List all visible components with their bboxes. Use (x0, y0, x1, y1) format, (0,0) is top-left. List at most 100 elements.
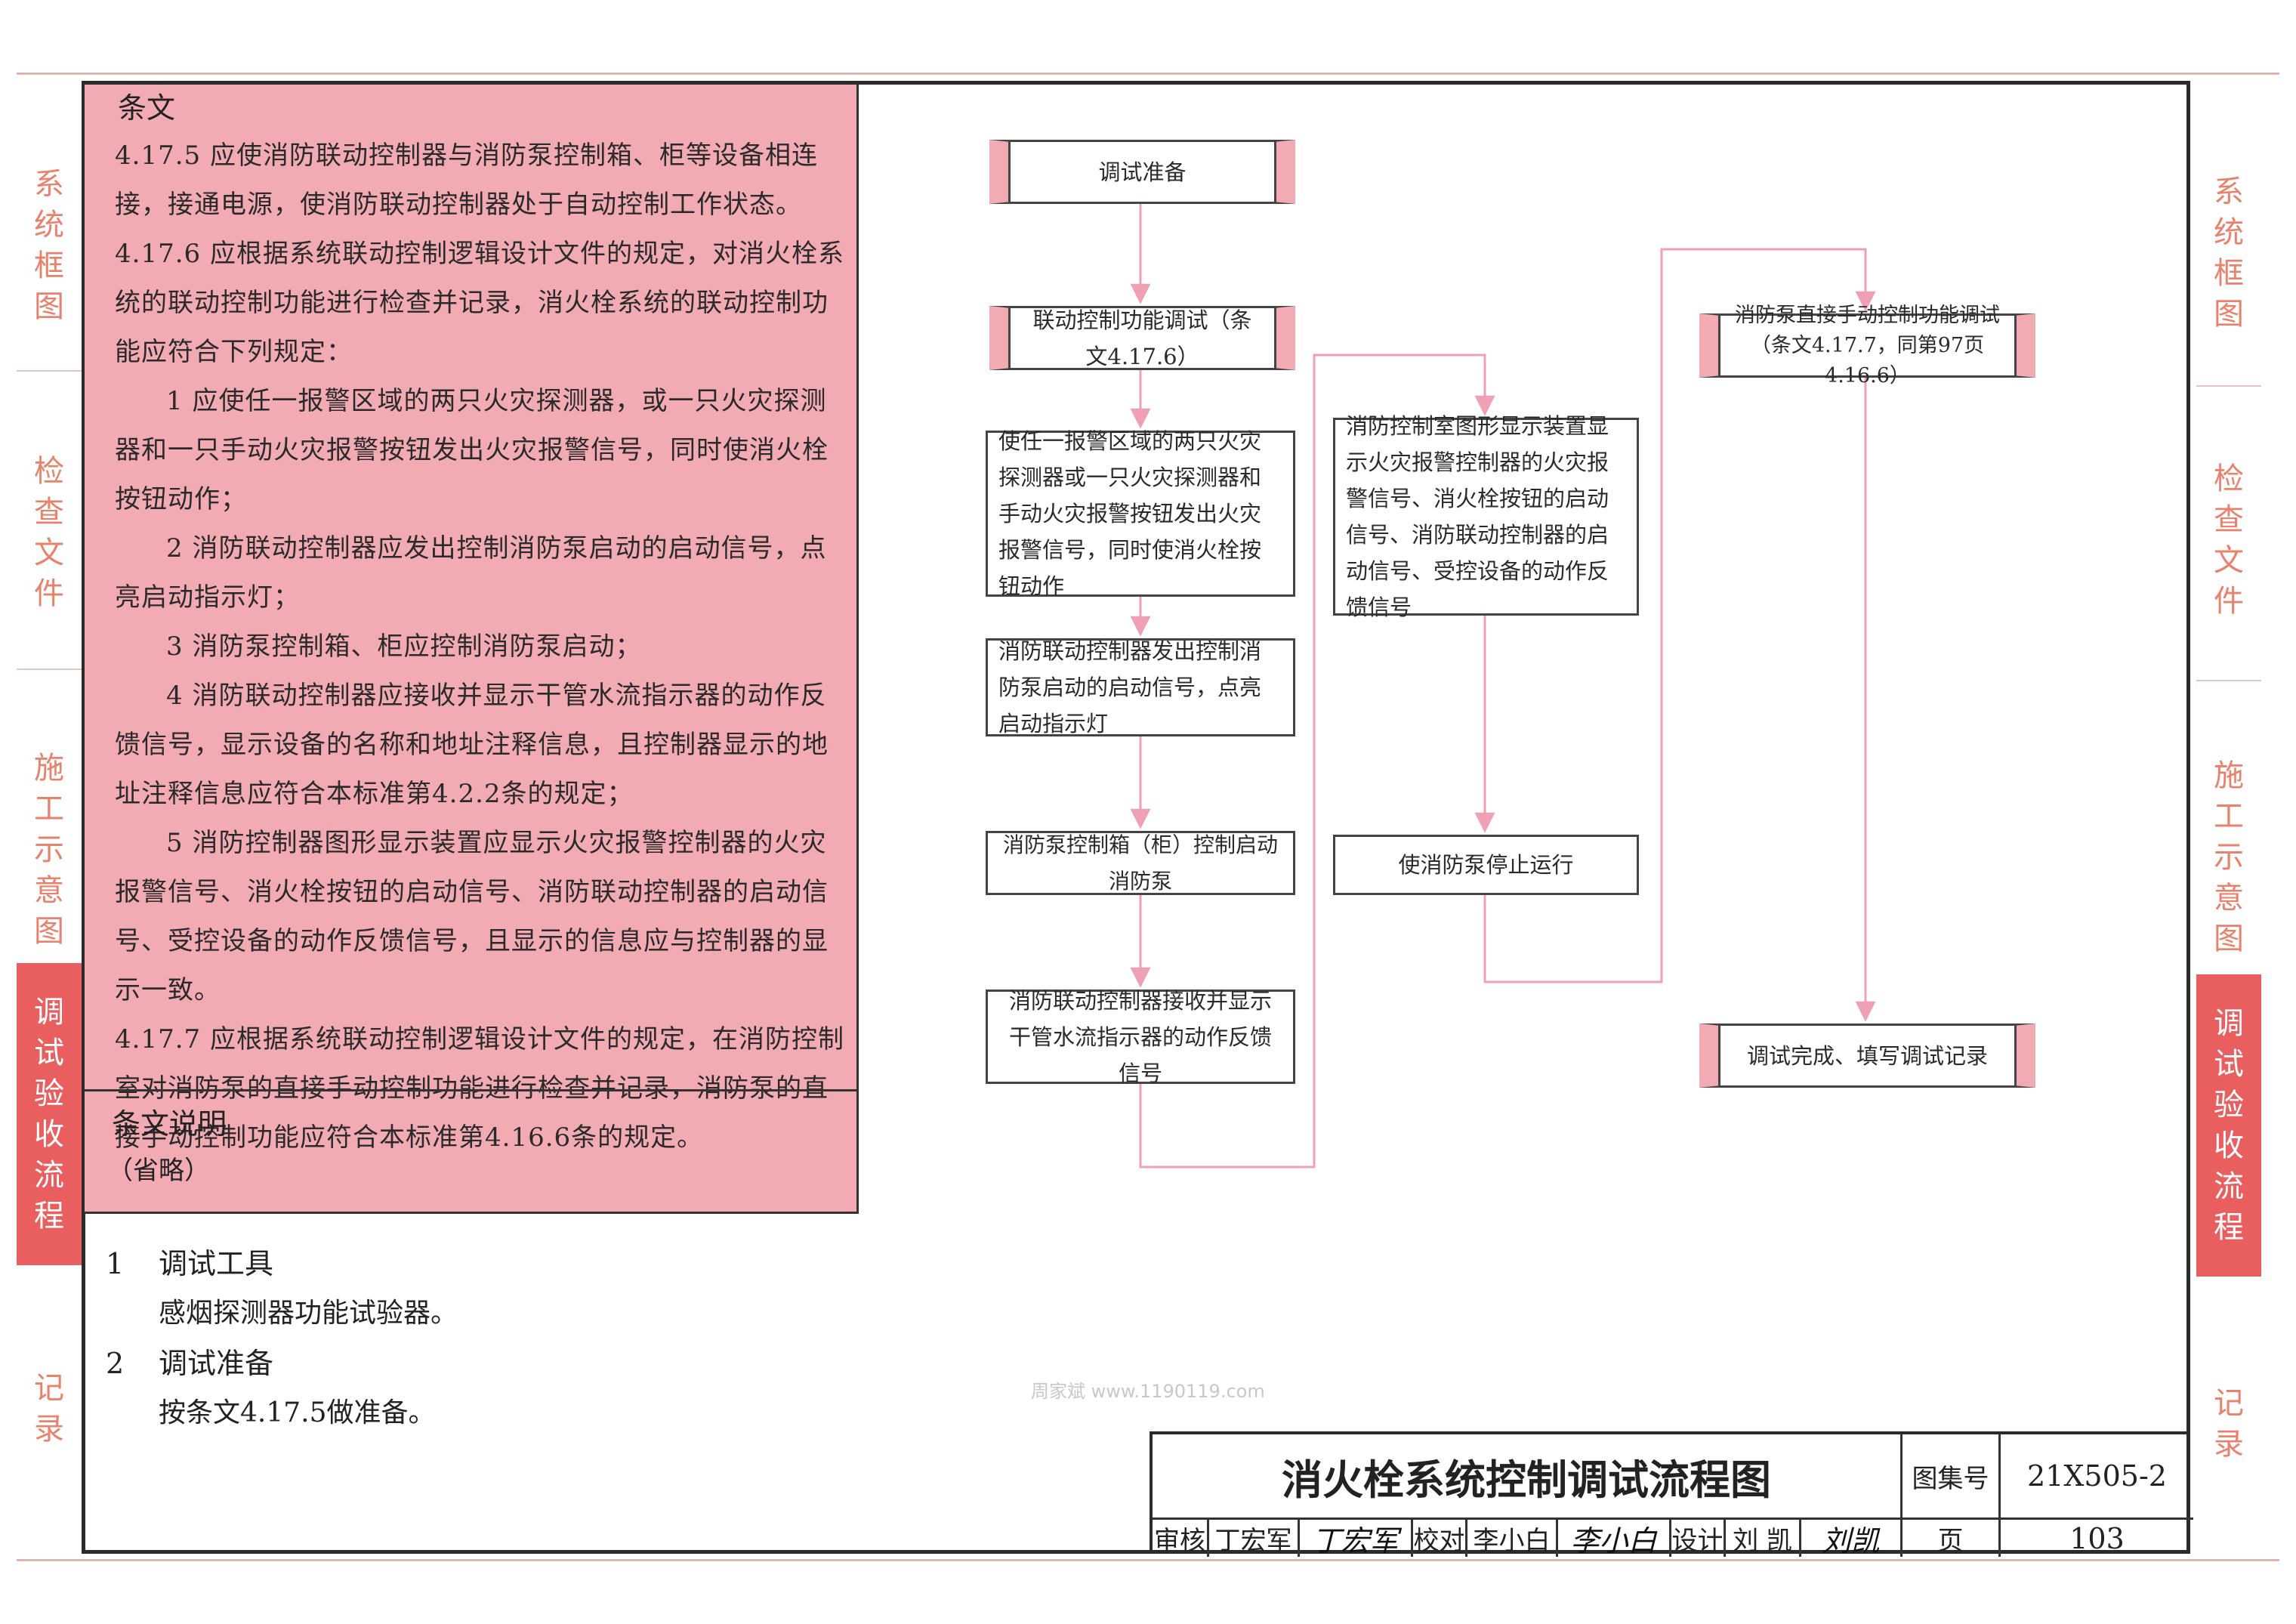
designer-signature: 刘凯 (1799, 1520, 1900, 1558)
explanation-text: （省略） (107, 1156, 210, 1186)
drawing-title: 消火栓系统控制调试流程图 (1282, 1456, 1771, 1504)
note-item: 2 调试准备 (106, 1338, 458, 1388)
side-tab-char: 记 (2214, 1386, 2244, 1421)
title-block-divider (1153, 1517, 2193, 1520)
note-title: 调试工具 (159, 1247, 274, 1280)
flow-box-step2: 消防联动控制器发出控制消防泵启动的启动信号，点亮启动指示灯 (986, 638, 1295, 736)
side-tab-char: 试 (2214, 1047, 2244, 1082)
clause-paragraph: 4.17.7 应根据系统联动控制逻辑设计文件的规定，在消防控制室对消防泵的直接手… (115, 1024, 844, 1153)
side-tab-char: 试 (34, 1036, 64, 1070)
side-tab-char: 框 (2214, 256, 2244, 291)
panel-divider (85, 1089, 859, 1091)
side-tab-char: 查 (34, 495, 64, 529)
page-label: 页 (1900, 1520, 1998, 1557)
side-tab-char: 施 (2214, 758, 2244, 793)
note-body: 按条文4.17.5做准备。 (159, 1397, 436, 1428)
flow-connector (1139, 354, 1495, 1169)
clause-text: 4.17.5 应使消防联动控制器与消防泵控制箱、柜等设备相连接，接通电源，使消防… (115, 131, 847, 1162)
flow-box-done: 调试完成、填写调试记录 (1699, 1023, 2035, 1088)
side-tab-char: 调 (34, 995, 64, 1030)
side-tab-char: 流 (2214, 1169, 2244, 1204)
side-tab-char: 检 (2214, 462, 2244, 496)
side-tab-char: 录 (2214, 1427, 2244, 1462)
note-number: 2 (106, 1347, 125, 1380)
side-tab-system-diagram[interactable]: 系统框图 (17, 132, 82, 359)
side-tab-char: 意 (34, 873, 64, 908)
side-tab-inspection-docs[interactable]: 检查文件 (2196, 427, 2261, 653)
side-tab-char: 文 (34, 536, 64, 570)
side-tab-char: 程 (2214, 1210, 2244, 1245)
side-tab-char: 查 (2214, 502, 2244, 537)
flow-box-step6: 使消防泵停止运行 (1333, 835, 1639, 895)
note-body: 感烟探测器功能试验器。 (159, 1298, 458, 1329)
tab-divider (2196, 385, 2261, 387)
side-tab-char: 收 (2214, 1128, 2244, 1163)
flow-box-step3: 消防泵控制箱（柜）控制启动消防泵 (986, 831, 1295, 895)
tab-divider (17, 370, 82, 372)
side-tab-char: 图 (2214, 297, 2244, 332)
title-block: 消火栓系统控制调试流程图 图集号 21X505-2 审核 丁宏军 丁宏军 校对 … (1150, 1431, 2193, 1558)
clause-paragraph: 3 消防泵控制箱、柜应控制消防泵启动； (166, 631, 642, 662)
side-tab-records[interactable]: 记录 (2196, 1371, 2261, 1477)
clause-paragraph: 4.17.6 应根据系统联动控制逻辑设计文件的规定，对消火栓系统的联动控制功能进… (115, 239, 844, 367)
side-tab-construction-diagram[interactable]: 施工示意图 (17, 714, 82, 986)
side-tab-char: 系 (2214, 174, 2244, 209)
clause-paragraph: 4 消防联动控制器应接收并显示干管水流指示器的动作反馈信号，显示设备的名称和地址… (115, 681, 829, 809)
watermark: 周家斌 www.1190119.com (1031, 1381, 1265, 1402)
flow-box-step5: 消防控制室图形显示装置显示火灾报警控制器的火灾报警信号、消火栓按钮的启动信号、消… (1333, 413, 1639, 620)
note-item: 1 调试工具 (106, 1239, 458, 1289)
flow-box-step4: 消防联动控制器接收并显示干管水流指示器的动作反馈信号 (986, 988, 1295, 1086)
tab-divider (2196, 680, 2261, 681)
clause-paragraph: 5 消防控制器图形显示装置应显示火灾报警控制器的火灾报警信号、消火栓按钮的启动信… (115, 828, 829, 1005)
page-number: 103 (1998, 1520, 2193, 1557)
designer-name: 刘 凯 (1724, 1520, 1799, 1557)
side-tab-debug-acceptance[interactable]: 调试验收流程 (2196, 974, 2261, 1277)
notes: 1 调试工具 感烟探测器功能试验器。 2 调试准备 按条文4.17.5做准备。 (106, 1239, 458, 1438)
side-tab-char: 示 (34, 832, 64, 867)
side-tab-char: 验 (34, 1076, 64, 1111)
tab-divider (17, 668, 82, 670)
side-tab-char: 工 (2214, 799, 2244, 834)
side-tab-inspection-docs[interactable]: 检查文件 (17, 419, 82, 646)
top-rule (17, 73, 2279, 75)
side-tab-char: 调 (2214, 1006, 2244, 1041)
review-label: 审核 (1154, 1526, 1205, 1556)
side-tab-char: 图 (2214, 922, 2244, 956)
side-tab-char: 收 (34, 1117, 64, 1152)
side-tab-char: 记 (34, 1371, 64, 1406)
side-tab-char: 系 (34, 167, 64, 202)
side-tab-char: 意 (2214, 881, 2244, 915)
side-tab-records[interactable]: 记录 (17, 1356, 82, 1462)
check-label: 校对 (1411, 1520, 1465, 1557)
reviewer-signature: 丁宏军 (1298, 1520, 1411, 1558)
side-tab-debug-acceptance[interactable]: 调试验收流程 (17, 963, 82, 1265)
side-tab-char: 图 (34, 914, 64, 949)
flow-box-step1: 使任一报警区域的两只火灾探测器或一只火灾探测器和手动火灾报警按钮发出火灾报警信号… (986, 428, 1295, 599)
atlas-label: 图集号 (1900, 1434, 1998, 1517)
flow-connector (1483, 248, 1876, 983)
reviewer-name: 丁宏军 (1207, 1520, 1298, 1557)
side-tab-char: 流 (34, 1158, 64, 1193)
side-tab-char: 工 (34, 792, 64, 826)
side-tab-system-diagram[interactable]: 系统框图 (2196, 140, 2261, 366)
bottom-rule (17, 1559, 2279, 1561)
clause-paragraph: 2 消防联动控制器应发出控制消防泵启动的启动信号，点亮启动指示灯； (115, 533, 827, 613)
clause-panel: 条文 4.17.5 应使消防联动控制器与消防泵控制箱、柜等设备相连接，接通电源，… (85, 85, 859, 1214)
side-tab-char: 文 (2214, 543, 2244, 578)
clause-paragraph: 4.17.5 应使消防联动控制器与消防泵控制箱、柜等设备相连接，接通电源，使消防… (115, 140, 818, 220)
flow-box-manual-test: 消防泵直接手动控制功能调试（条文4.17.7，同第97页4.16.6） (1699, 304, 2035, 387)
side-tab-construction-diagram[interactable]: 施工示意图 (2196, 721, 2261, 993)
side-tab-char: 图 (34, 289, 64, 324)
side-tab-char: 检 (34, 454, 64, 489)
design-label: 设计 (1669, 1520, 1724, 1557)
explanation-heading: 条文说明 (112, 1107, 227, 1141)
side-tab-char: 件 (34, 576, 64, 611)
clause-heading: 条文 (118, 91, 176, 125)
note-title: 调试准备 (159, 1347, 274, 1380)
flow-box-prep: 调试准备 (989, 140, 1295, 204)
side-tab-char: 件 (2214, 584, 2244, 619)
side-tab-char: 录 (34, 1412, 64, 1446)
clause-paragraph: 1 应使任一报警区域的两只火灾探测器，或一只火灾探测器和一只手动火灾报警按钮发出… (115, 386, 829, 514)
